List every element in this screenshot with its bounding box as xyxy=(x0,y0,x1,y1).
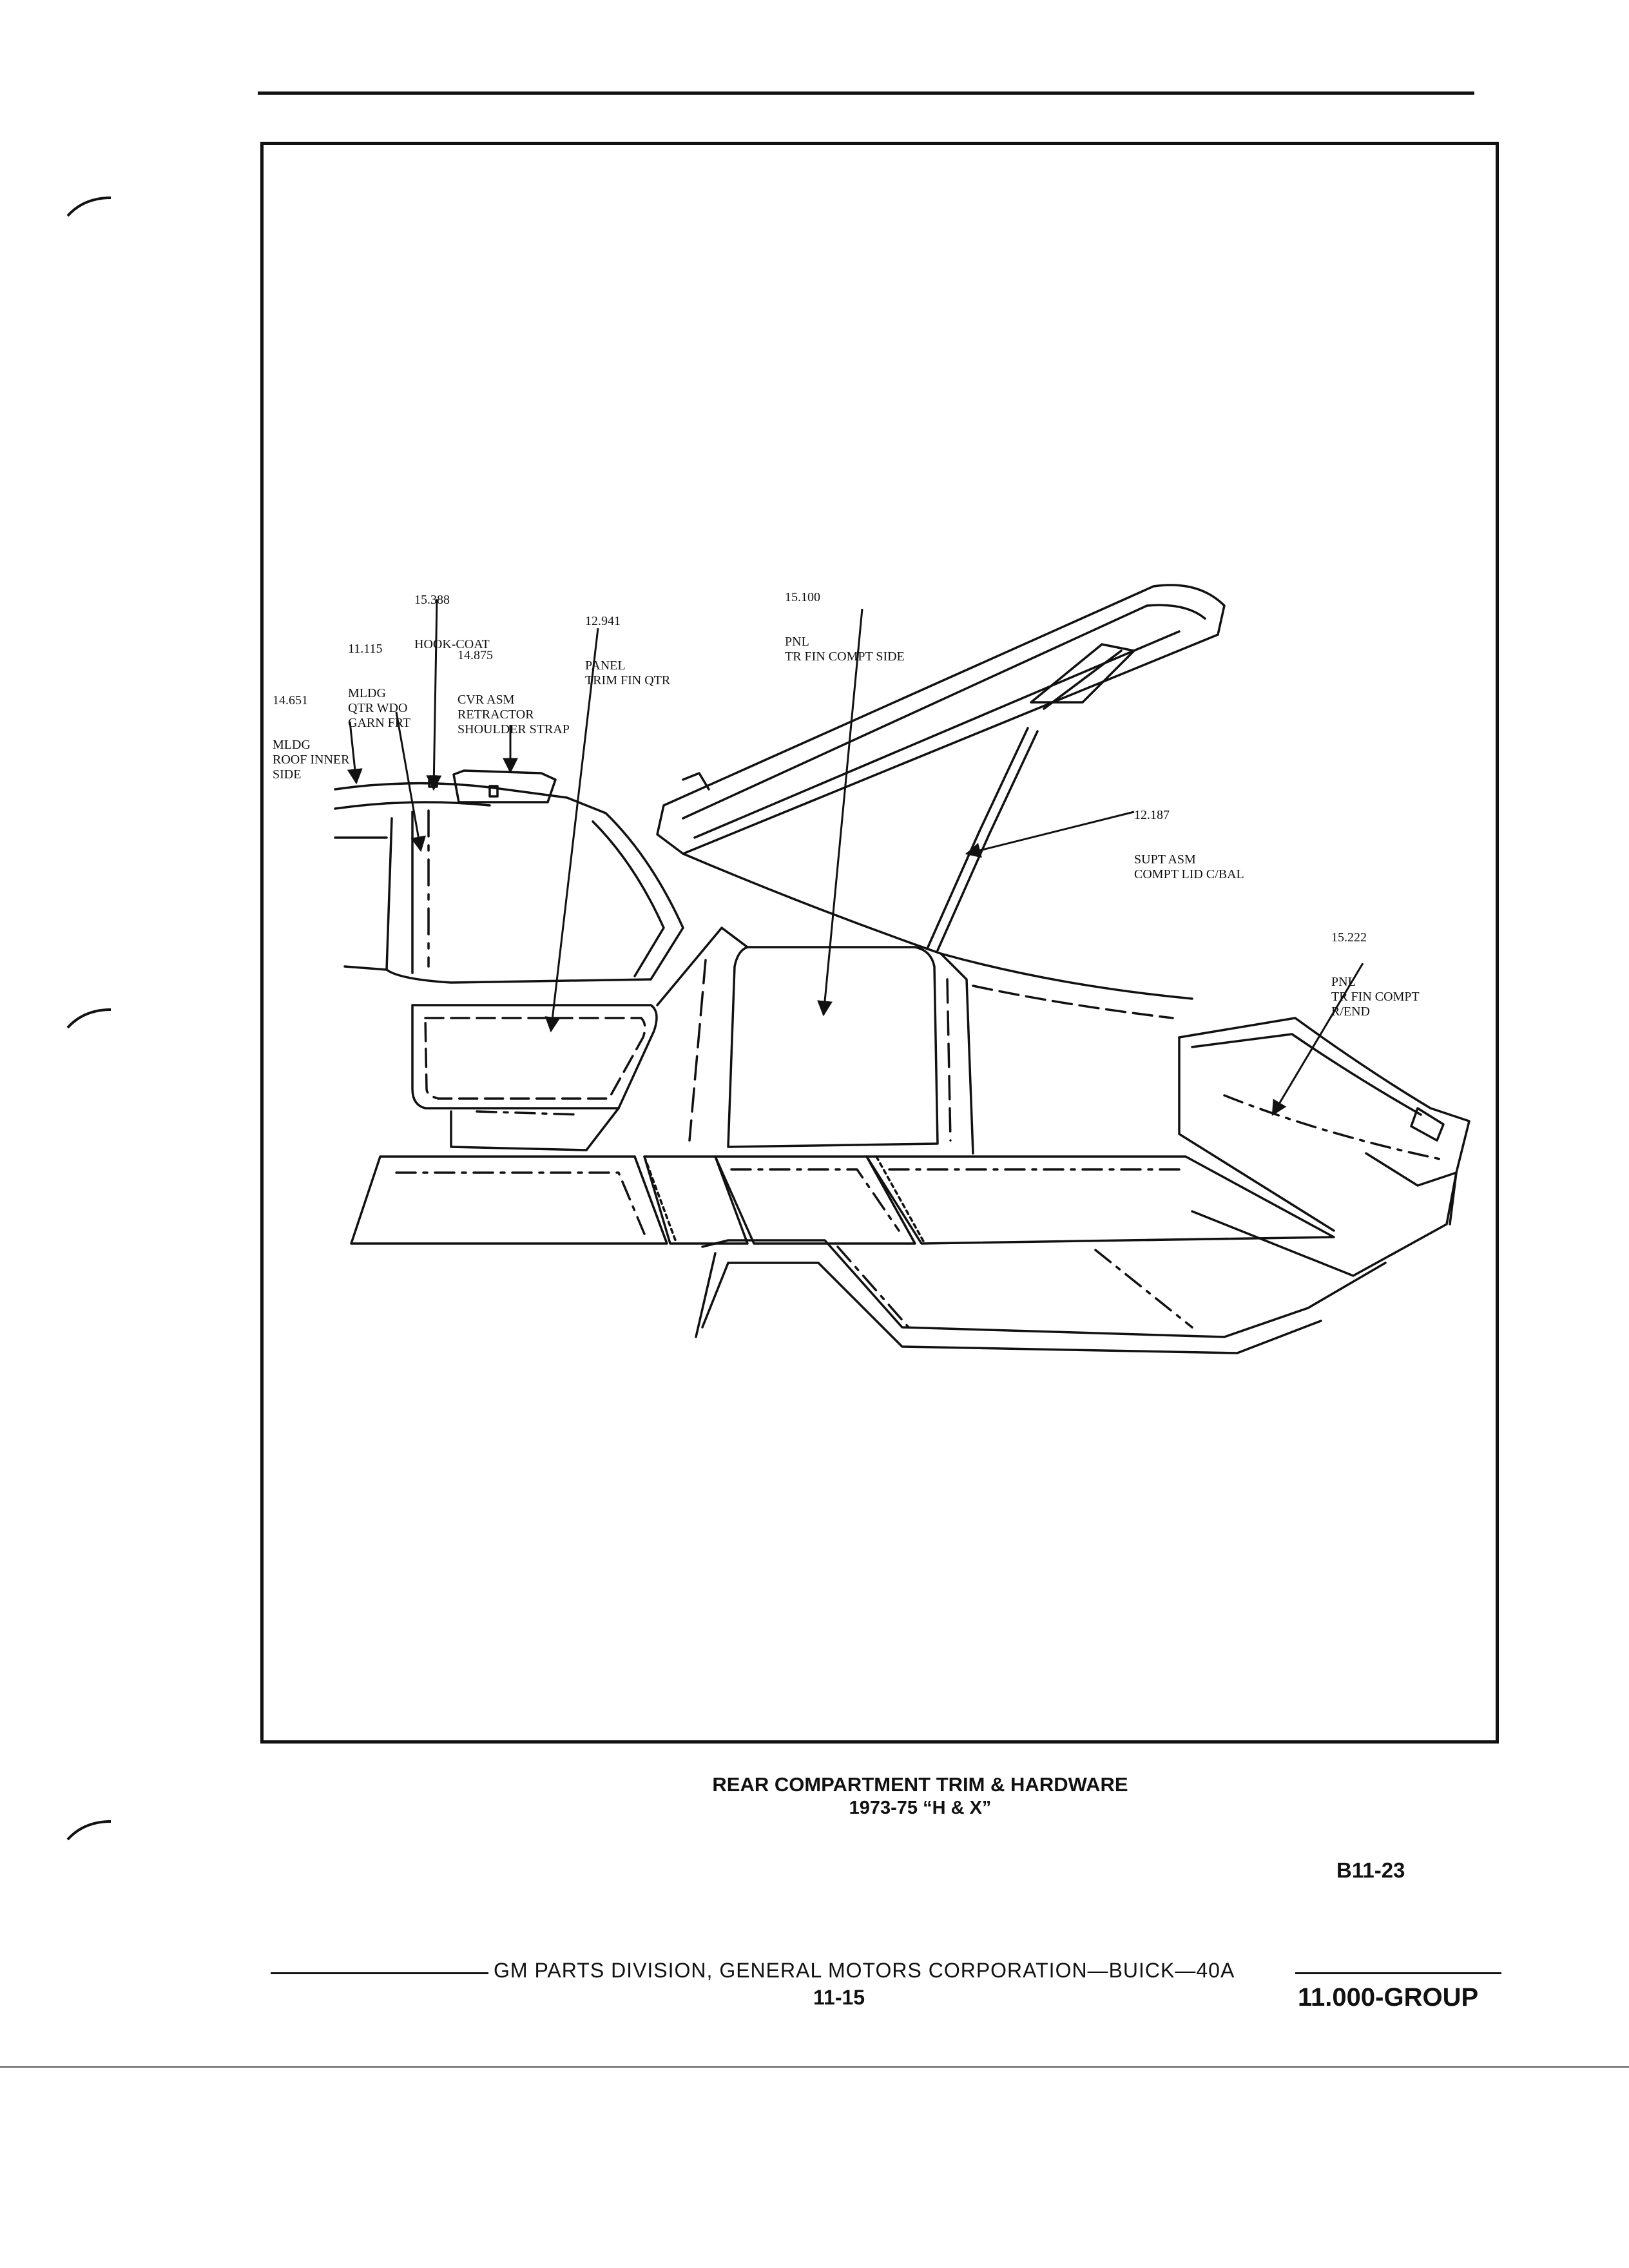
callout-compt-side-panel: 15.100 PNL TR FIN COMPT SIDE xyxy=(785,561,905,679)
callout-number: 15.222 xyxy=(1331,930,1367,945)
binder-mark-2 xyxy=(66,1008,111,1029)
callout-number: 14.651 xyxy=(273,693,308,707)
figure-caption-title: REAR COMPARTMENT TRIM & HARDWARE xyxy=(712,1773,1128,1796)
callout-text: CVR ASM RETRACTOR SHOULDER STRAP xyxy=(458,693,570,736)
footer-rule-left xyxy=(271,1972,488,1974)
callout-number: 11.115 xyxy=(348,642,383,656)
callout-rear-end-panel: 15.222 PNL TR FIN COMPT R/END xyxy=(1331,901,1420,1034)
callout-retractor-cover: 14.875 CVR ASM RETRACTOR SHOULDER STRAP xyxy=(458,619,570,752)
callout-text: PANEL TRIM FIN QTR xyxy=(585,658,671,687)
callout-text: MLDG QTR WDO GARN FRT xyxy=(348,686,411,730)
figure-frame xyxy=(260,142,1499,1744)
callout-number: 15.100 xyxy=(785,590,820,604)
binder-mark-3 xyxy=(66,1820,111,1841)
callout-mldg-roof-inner: 14.651 MLDG ROOF INNER SIDE xyxy=(273,664,349,797)
quarter-trim-panel xyxy=(411,1004,658,1110)
top-rule xyxy=(258,91,1474,95)
callout-hook-coat: 15.388 HOOK-COAT xyxy=(414,563,490,667)
floor-pan xyxy=(701,1239,1387,1338)
roof-line xyxy=(334,782,607,814)
rear-end-panel xyxy=(1178,1017,1470,1277)
callout-number: 14.875 xyxy=(458,648,493,662)
callout-text: PNL TR FIN COMPT SIDE xyxy=(785,635,905,664)
callout-text: HOOK-COAT xyxy=(414,637,490,651)
quarter-window-moulding xyxy=(385,811,414,974)
floor-mat-right xyxy=(714,1155,916,1245)
callout-number: 15.388 xyxy=(414,593,450,607)
footer-rule-right xyxy=(1295,1972,1501,1974)
callout-text: PNL TR FIN COMPT R/END xyxy=(1331,975,1420,1019)
binder-mark-1 xyxy=(66,197,111,217)
callout-panel-trim-fin-qtr: 12.941 PANEL TRIM FIN QTR xyxy=(585,584,670,703)
figure-code: B11-23 xyxy=(1336,1858,1405,1882)
retractor-cover-shape xyxy=(452,769,557,803)
footer-publisher: GM PARTS DIVISION, GENERAL MOTORS CORPOR… xyxy=(494,1959,1235,1982)
floor-mat-left xyxy=(350,1155,668,1245)
lid-support-strut xyxy=(978,727,1039,836)
callout-text: SUPT ASM COMPT LID C/BAL xyxy=(1134,852,1244,881)
compartment-side-panel xyxy=(682,852,974,1155)
footer-group: 11.000-GROUP xyxy=(1298,1983,1479,2012)
floor-mat-center xyxy=(643,1155,749,1245)
figure-caption-years: 1973-75 “H & X” xyxy=(849,1798,992,1818)
callout-number: 12.941 xyxy=(585,614,621,628)
bottom-edge-line xyxy=(0,2066,1629,2068)
callout-number: 12.187 xyxy=(1134,808,1170,822)
callout-mldg-qtr-wdo: 11.115 MLDG QTR WDO GARN FRT xyxy=(348,612,410,745)
callout-text: MLDG ROOF INNER SIDE xyxy=(273,738,350,782)
callout-lid-support: 12.187 SUPT ASM COMPT LID C/BAL xyxy=(1134,778,1244,897)
deck-lid xyxy=(656,584,1226,855)
footer-page-number: 11-15 xyxy=(813,1986,865,2009)
floor-mat-rear xyxy=(865,1155,1335,1245)
